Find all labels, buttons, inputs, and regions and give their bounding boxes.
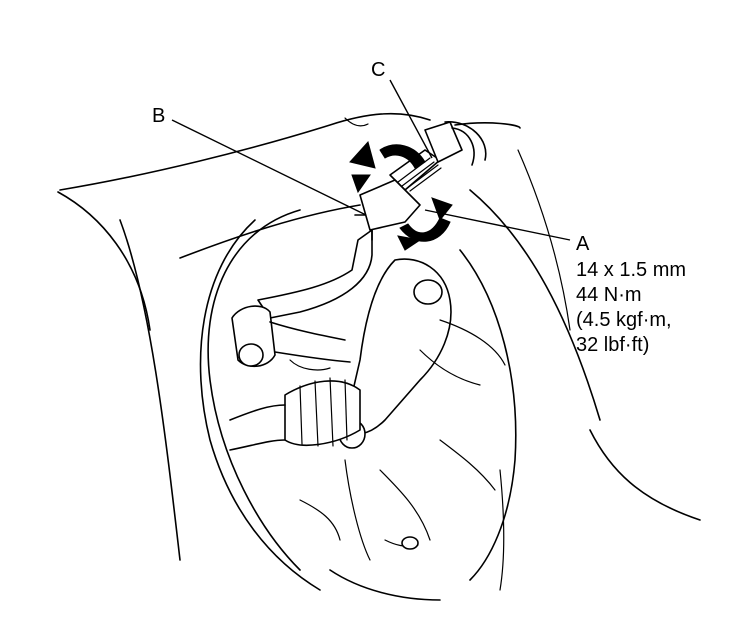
- torque-spec-line: 44 N·m: [576, 284, 642, 306]
- callout-b-label: B: [152, 105, 165, 127]
- torque-spec-line: 32 lbf·ft): [576, 334, 649, 356]
- callout-c-label: C: [371, 59, 385, 81]
- torque-spec-line: 14 x 1.5 mm: [576, 259, 686, 281]
- flange-nut: [359, 179, 421, 231]
- rotation-arrow-upper: [349, 140, 426, 194]
- body-outline: [57, 112, 701, 561]
- lower-arm: [231, 305, 351, 371]
- strut-components: [299, 319, 506, 561]
- rotation-arrow-lower: [397, 197, 453, 251]
- leader-line-b: [171, 119, 367, 216]
- upper-arm: [257, 214, 373, 319]
- ball-joint-bolt: [389, 121, 487, 192]
- torque-spec-line: (4.5 kgf·m,: [576, 309, 672, 331]
- knuckle: [338, 258, 452, 449]
- torque-spec: 14 x 1.5 mm 44 N·m (4.5 kgf·m, 32 lbf·ft…: [576, 259, 686, 356]
- leader-line-a: [424, 209, 571, 241]
- drive-shaft-boot: [229, 377, 361, 451]
- leader-line-c: [389, 79, 433, 159]
- wheel-outline: [199, 209, 517, 601]
- callout-a-label: A: [576, 233, 590, 255]
